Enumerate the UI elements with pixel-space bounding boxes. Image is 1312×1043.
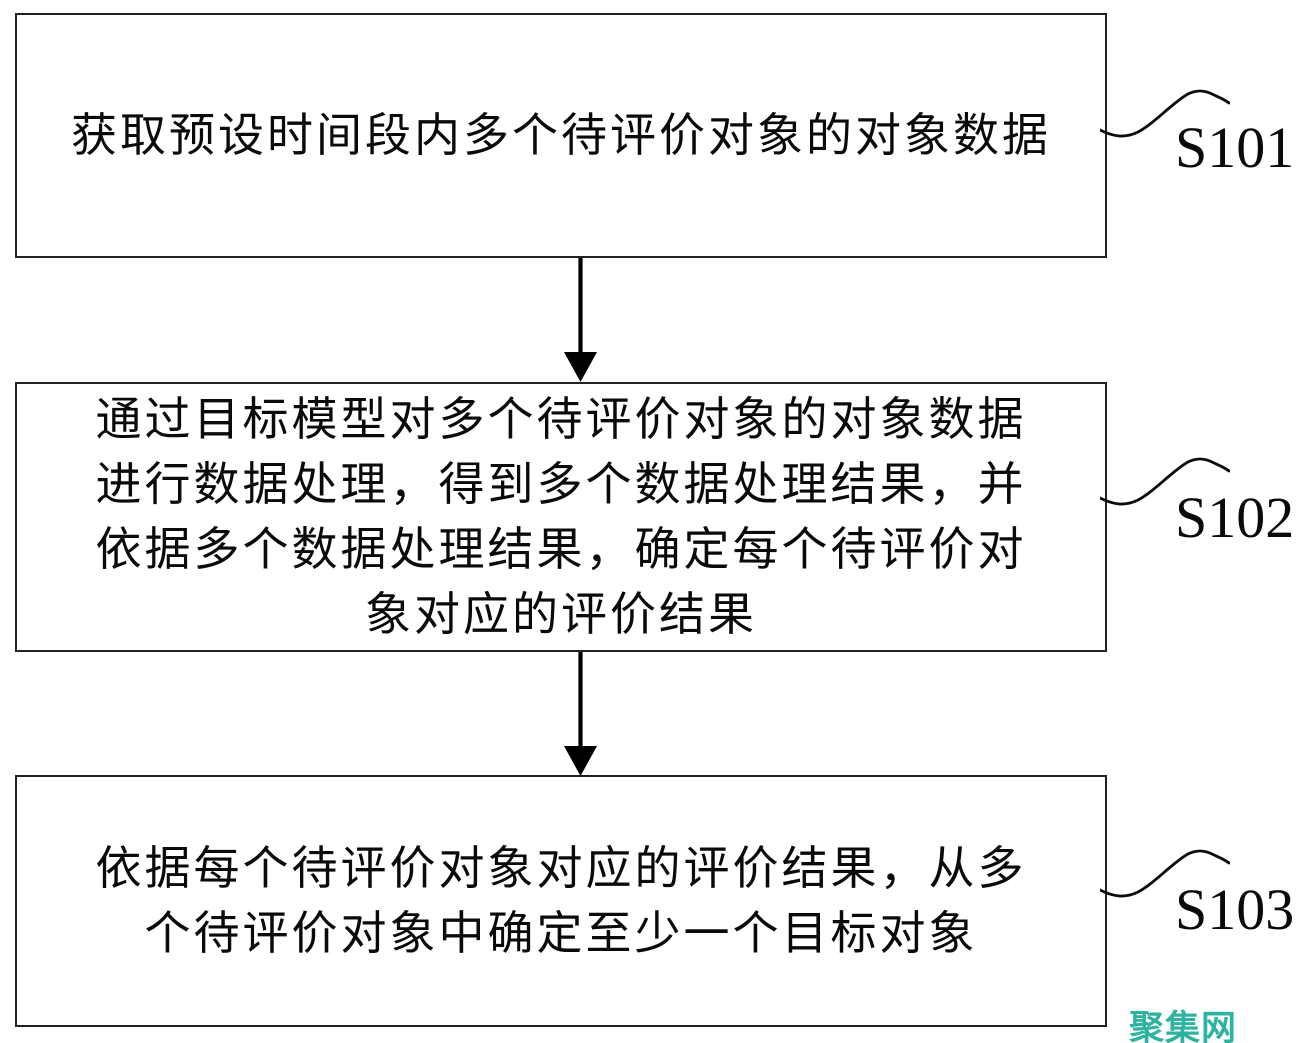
- step-box-s103: 依据每个待评价对象对应的评价结果，从多个待评价对象中确定至少一个目标对象: [15, 775, 1107, 1027]
- step-label-s101: S101: [1175, 115, 1295, 180]
- step-s103-text: 依据每个待评价对象对应的评价结果，从多个待评价对象中确定至少一个目标对象: [95, 843, 1027, 959]
- watermark-logo: 聚集网: [1129, 1009, 1238, 1043]
- step-s101-text: 获取预设时间段内多个待评价对象的对象数据: [71, 110, 1051, 161]
- step-s102-text: 通过目标模型对多个待评价对象的对象数据进行数据处理，得到多个数据处理结果，并依据…: [95, 394, 1027, 640]
- flow-arrow-s102-to-s103: [562, 652, 599, 776]
- step-label-s103: S103: [1175, 877, 1295, 942]
- step-box-s102: 通过目标模型对多个待评价对象的对象数据进行数据处理，得到多个数据处理结果，并依据…: [15, 382, 1107, 652]
- flow-arrow-s101-to-s102: [562, 258, 599, 382]
- leader-curve-icon: [1100, 849, 1230, 898]
- leader-curve-icon: [1100, 457, 1230, 506]
- leader-curve-icon: [1100, 89, 1230, 138]
- arrow-down-icon: [564, 652, 597, 776]
- arrow-down-icon: [564, 258, 597, 382]
- step-label-s102: S102: [1175, 485, 1295, 550]
- step-box-s101: 获取预设时间段内多个待评价对象的对象数据: [15, 13, 1107, 258]
